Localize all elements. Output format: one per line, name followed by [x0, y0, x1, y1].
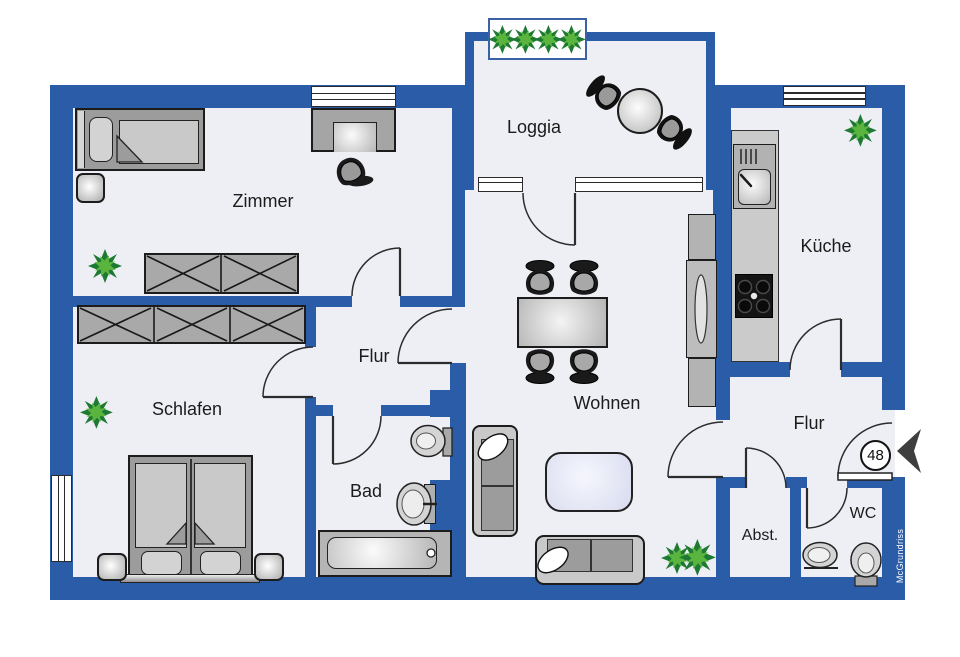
sofa [472, 425, 518, 537]
wall-segment [452, 108, 472, 190]
nightstand [76, 173, 105, 203]
wall-segment [716, 477, 730, 577]
wall-segment [450, 363, 466, 577]
wall-segment [713, 108, 731, 362]
wall-segment [847, 477, 882, 488]
bed-blanket [119, 120, 199, 164]
wall-segment [381, 405, 430, 416]
wall-segment [452, 190, 465, 307]
room-label-wc: WC [849, 505, 877, 522]
loggia-floor [470, 38, 710, 190]
bed-headboard [120, 574, 260, 583]
wall-segment [305, 397, 316, 577]
bed-headboard [78, 111, 85, 168]
kitchen-sink [738, 169, 771, 205]
window [783, 86, 866, 106]
window [51, 475, 72, 562]
loggia-glazing [575, 177, 703, 192]
loggia-wall [706, 32, 715, 190]
coffee-table [545, 452, 633, 512]
desk [311, 108, 396, 152]
wall-segment [50, 577, 905, 600]
room-label-abst: Abst. [741, 527, 779, 544]
bed-pillow [89, 117, 113, 162]
desk-chair-bay [333, 122, 377, 152]
bed-pillow [200, 551, 241, 575]
wall-segment [882, 477, 905, 600]
room-label-zimmer: Zimmer [232, 191, 294, 211]
loggia-wall [465, 32, 715, 41]
wall-segment [430, 390, 452, 417]
wall-segment [730, 477, 746, 488]
nightstand [254, 553, 284, 581]
bathtub-basin [327, 537, 437, 569]
wall-segment [50, 296, 352, 307]
watermark: McGrundriss [895, 528, 905, 584]
wardrobe [144, 253, 299, 294]
shelf-unit [688, 358, 716, 407]
wall-segment [790, 488, 801, 577]
window [311, 86, 396, 107]
wall-segment [786, 477, 807, 488]
shelf-unit [688, 214, 716, 260]
room-label-bad: Bad [349, 481, 383, 501]
double-bed [128, 455, 253, 580]
planter-box [488, 18, 587, 60]
sofa [535, 535, 645, 585]
room-label-kueche: Küche [800, 236, 852, 256]
wall-segment [305, 307, 316, 347]
wall-segment [400, 296, 465, 307]
wall-segment [50, 85, 472, 108]
bathtub [318, 530, 452, 577]
wall-segment [716, 377, 730, 420]
dining-table [517, 297, 608, 348]
wall-segment [713, 362, 790, 377]
wall-segment [841, 362, 882, 377]
room-label-wohnen: Wohnen [573, 393, 641, 413]
stove [735, 274, 773, 318]
bed-blanket [135, 463, 187, 548]
wall-segment [316, 405, 333, 416]
entrance-number-badge: 48 [860, 440, 891, 471]
wall-segment [50, 85, 73, 600]
room-label-loggia: Loggia [506, 117, 562, 137]
shelf-unit [686, 260, 717, 358]
room-label-schlafen: Schlafen [151, 399, 223, 419]
kitchen-sink-unit [733, 144, 776, 209]
bed-blanket [194, 463, 246, 548]
entrance-arrow-icon [897, 429, 921, 473]
bed-pillow [141, 551, 182, 575]
nightstand [97, 553, 127, 581]
room-label-flur: Flur [358, 346, 390, 366]
bath-cabinet [424, 484, 436, 524]
wall-segment [882, 85, 905, 410]
loggia-glazing [478, 177, 523, 192]
room-label-flur2: Flur [793, 413, 825, 433]
single-bed [75, 108, 205, 171]
wardrobe [77, 305, 306, 344]
